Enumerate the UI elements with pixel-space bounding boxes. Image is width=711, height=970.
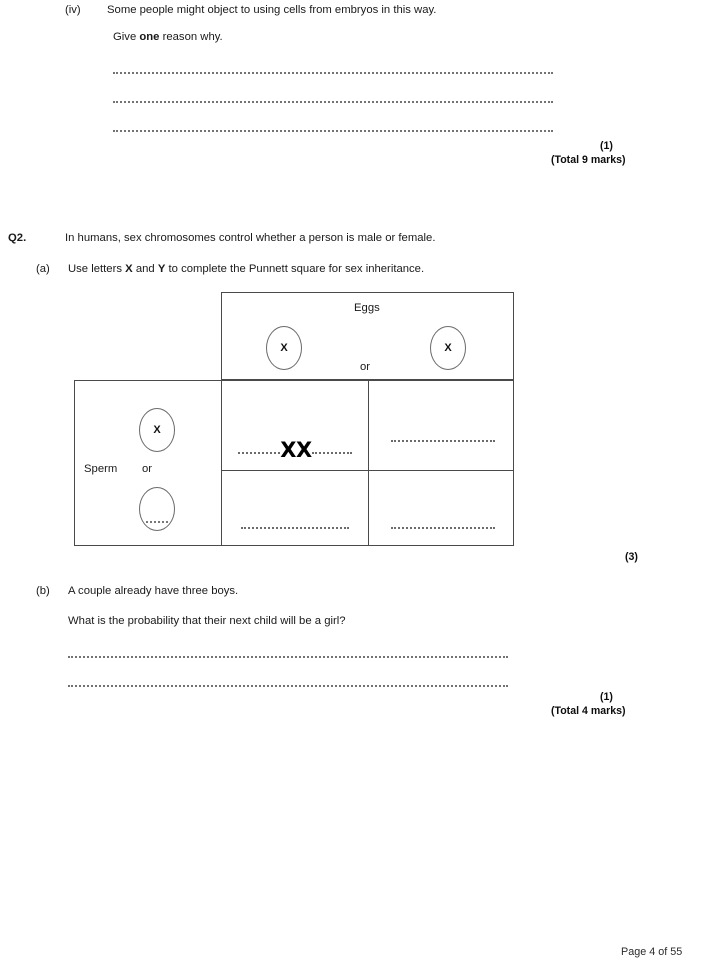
total-marks-q1: (Total 9 marks) [551,154,626,166]
punnett-square-diagram: Eggs X or X Sperm or X XX [74,292,514,549]
egg-gamete-1[interactable]: X [266,326,302,370]
question-2-number: Q2. [8,232,27,244]
answer-line-q1-2[interactable] [113,99,553,103]
column-divider [368,380,369,546]
question-2-part-b-label: (b) [36,585,50,597]
reason-why-text: reason why. [159,31,223,43]
cell-dots-full [241,525,349,529]
give-one-emphasis: one [139,31,160,43]
question-2-part-a-text: Use letters X and Y to complete the Punn… [68,262,424,276]
marks-q1-part-iv: (1) [600,140,613,152]
question-1-part-iv-line-2: Give one reason why. [113,30,223,44]
egg-gamete-2[interactable]: X [430,326,466,370]
answer-line-q2b-1[interactable] [68,654,508,658]
letter-y-emphasis: Y [157,263,166,275]
question-2-stem: In humans, sex chromosomes control wheth… [65,232,436,244]
sperm-gamete-2-dotted-line [146,519,168,523]
punnett-cell-bottom-right[interactable] [380,527,505,549]
eggs-label: Eggs [354,302,380,314]
sperm-label: Sperm [84,463,118,475]
question-2-part-a-label: (a) [36,263,50,275]
give-text: Give [113,31,140,43]
question-2-part-b-line-2: What is the probability that their next … [68,615,346,627]
cell-dots-left [238,450,281,454]
marks-q2-part-b: (1) [600,691,613,703]
sperm-gamete-2-blank[interactable] [139,487,175,531]
question-1-part-iv-line-1: Some people might object to using cells … [107,4,437,16]
punnett-cell-top-left[interactable]: XX [230,437,360,462]
punnett-cell-top-right[interactable] [380,440,505,462]
row-divider [221,470,514,471]
sperm-or-label: or [142,463,153,475]
punnett-cell-bottom-left[interactable] [230,527,360,549]
eggs-header-box [221,292,514,380]
cell-dots-right [311,450,352,454]
cell-dots-full [390,525,495,529]
answer-line-q1-1[interactable] [113,70,553,74]
answer-line-q1-3[interactable] [113,128,553,132]
eggs-or-label: or [360,361,371,373]
answer-line-q2b-2[interactable] [68,683,508,687]
and-text: and [132,263,158,275]
sperm-gamete-1[interactable]: X [139,408,175,452]
cell-dots-full [390,438,495,442]
sperm-column-divider [221,380,222,546]
letter-x-emphasis: X [125,263,133,275]
punnett-body-box [74,380,514,546]
marks-q2-part-a: (3) [625,551,638,563]
question-1-part-iv-label: (iv) [65,4,81,16]
use-letters-text: Use letters [68,263,126,275]
page-footer: Page 4 of 55 [621,946,683,958]
punnett-instruction-text: to complete the Punnett square for sex i… [165,263,425,275]
question-2-part-b-line-1: A couple already have three boys. [68,585,239,597]
total-marks-q2: (Total 4 marks) [551,705,626,717]
punnett-cell-top-left-value: XX [280,438,312,462]
